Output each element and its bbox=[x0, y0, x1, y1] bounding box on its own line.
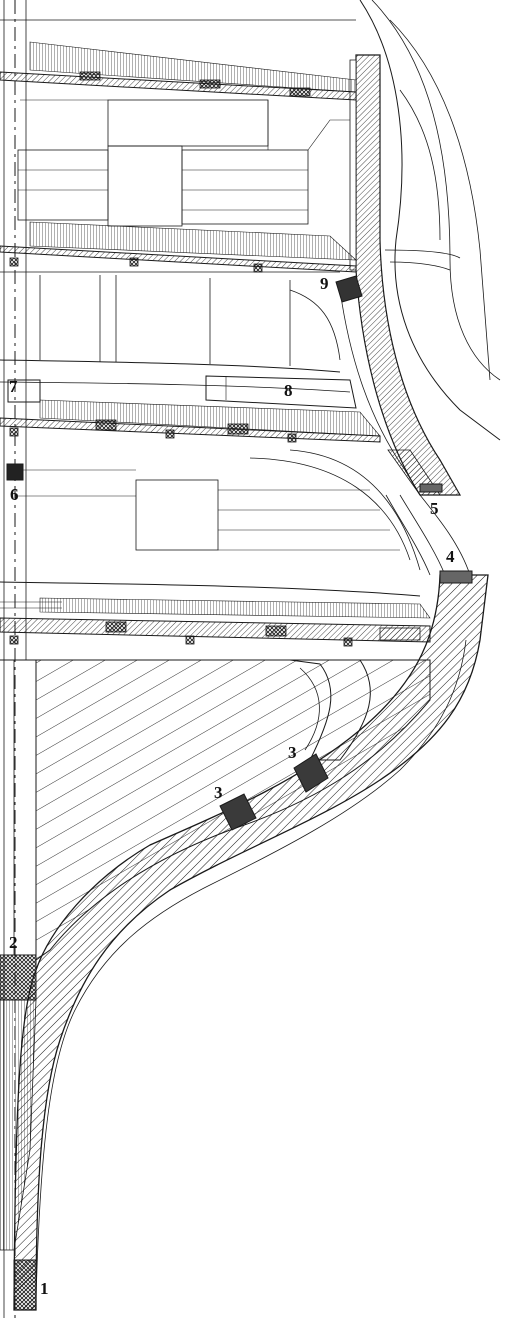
label-4: 4 bbox=[446, 547, 455, 566]
deck-orlop bbox=[0, 597, 431, 661]
marked-timbers bbox=[6, 275, 473, 831]
hull-planking-lower bbox=[0, 574, 489, 1311]
label-7: 7 bbox=[9, 377, 18, 396]
label-1: 1 bbox=[40, 1279, 49, 1298]
deck-middle bbox=[0, 221, 357, 273]
label-3b: 3 bbox=[288, 743, 297, 762]
label-9: 9 bbox=[320, 274, 329, 293]
label-3a: 3 bbox=[214, 783, 223, 802]
deck-lower bbox=[0, 399, 381, 443]
label-5: 5 bbox=[430, 499, 439, 518]
deck-upper bbox=[0, 19, 357, 101]
label-8: 8 bbox=[284, 381, 293, 400]
label-6: 6 bbox=[10, 485, 19, 504]
interior-cabins bbox=[0, 99, 421, 761]
keel-timbers bbox=[0, 659, 37, 1001]
label-2: 2 bbox=[9, 933, 18, 952]
callout-labels: 1 2 3 3 4 5 6 7 8 9 bbox=[9, 274, 455, 1298]
